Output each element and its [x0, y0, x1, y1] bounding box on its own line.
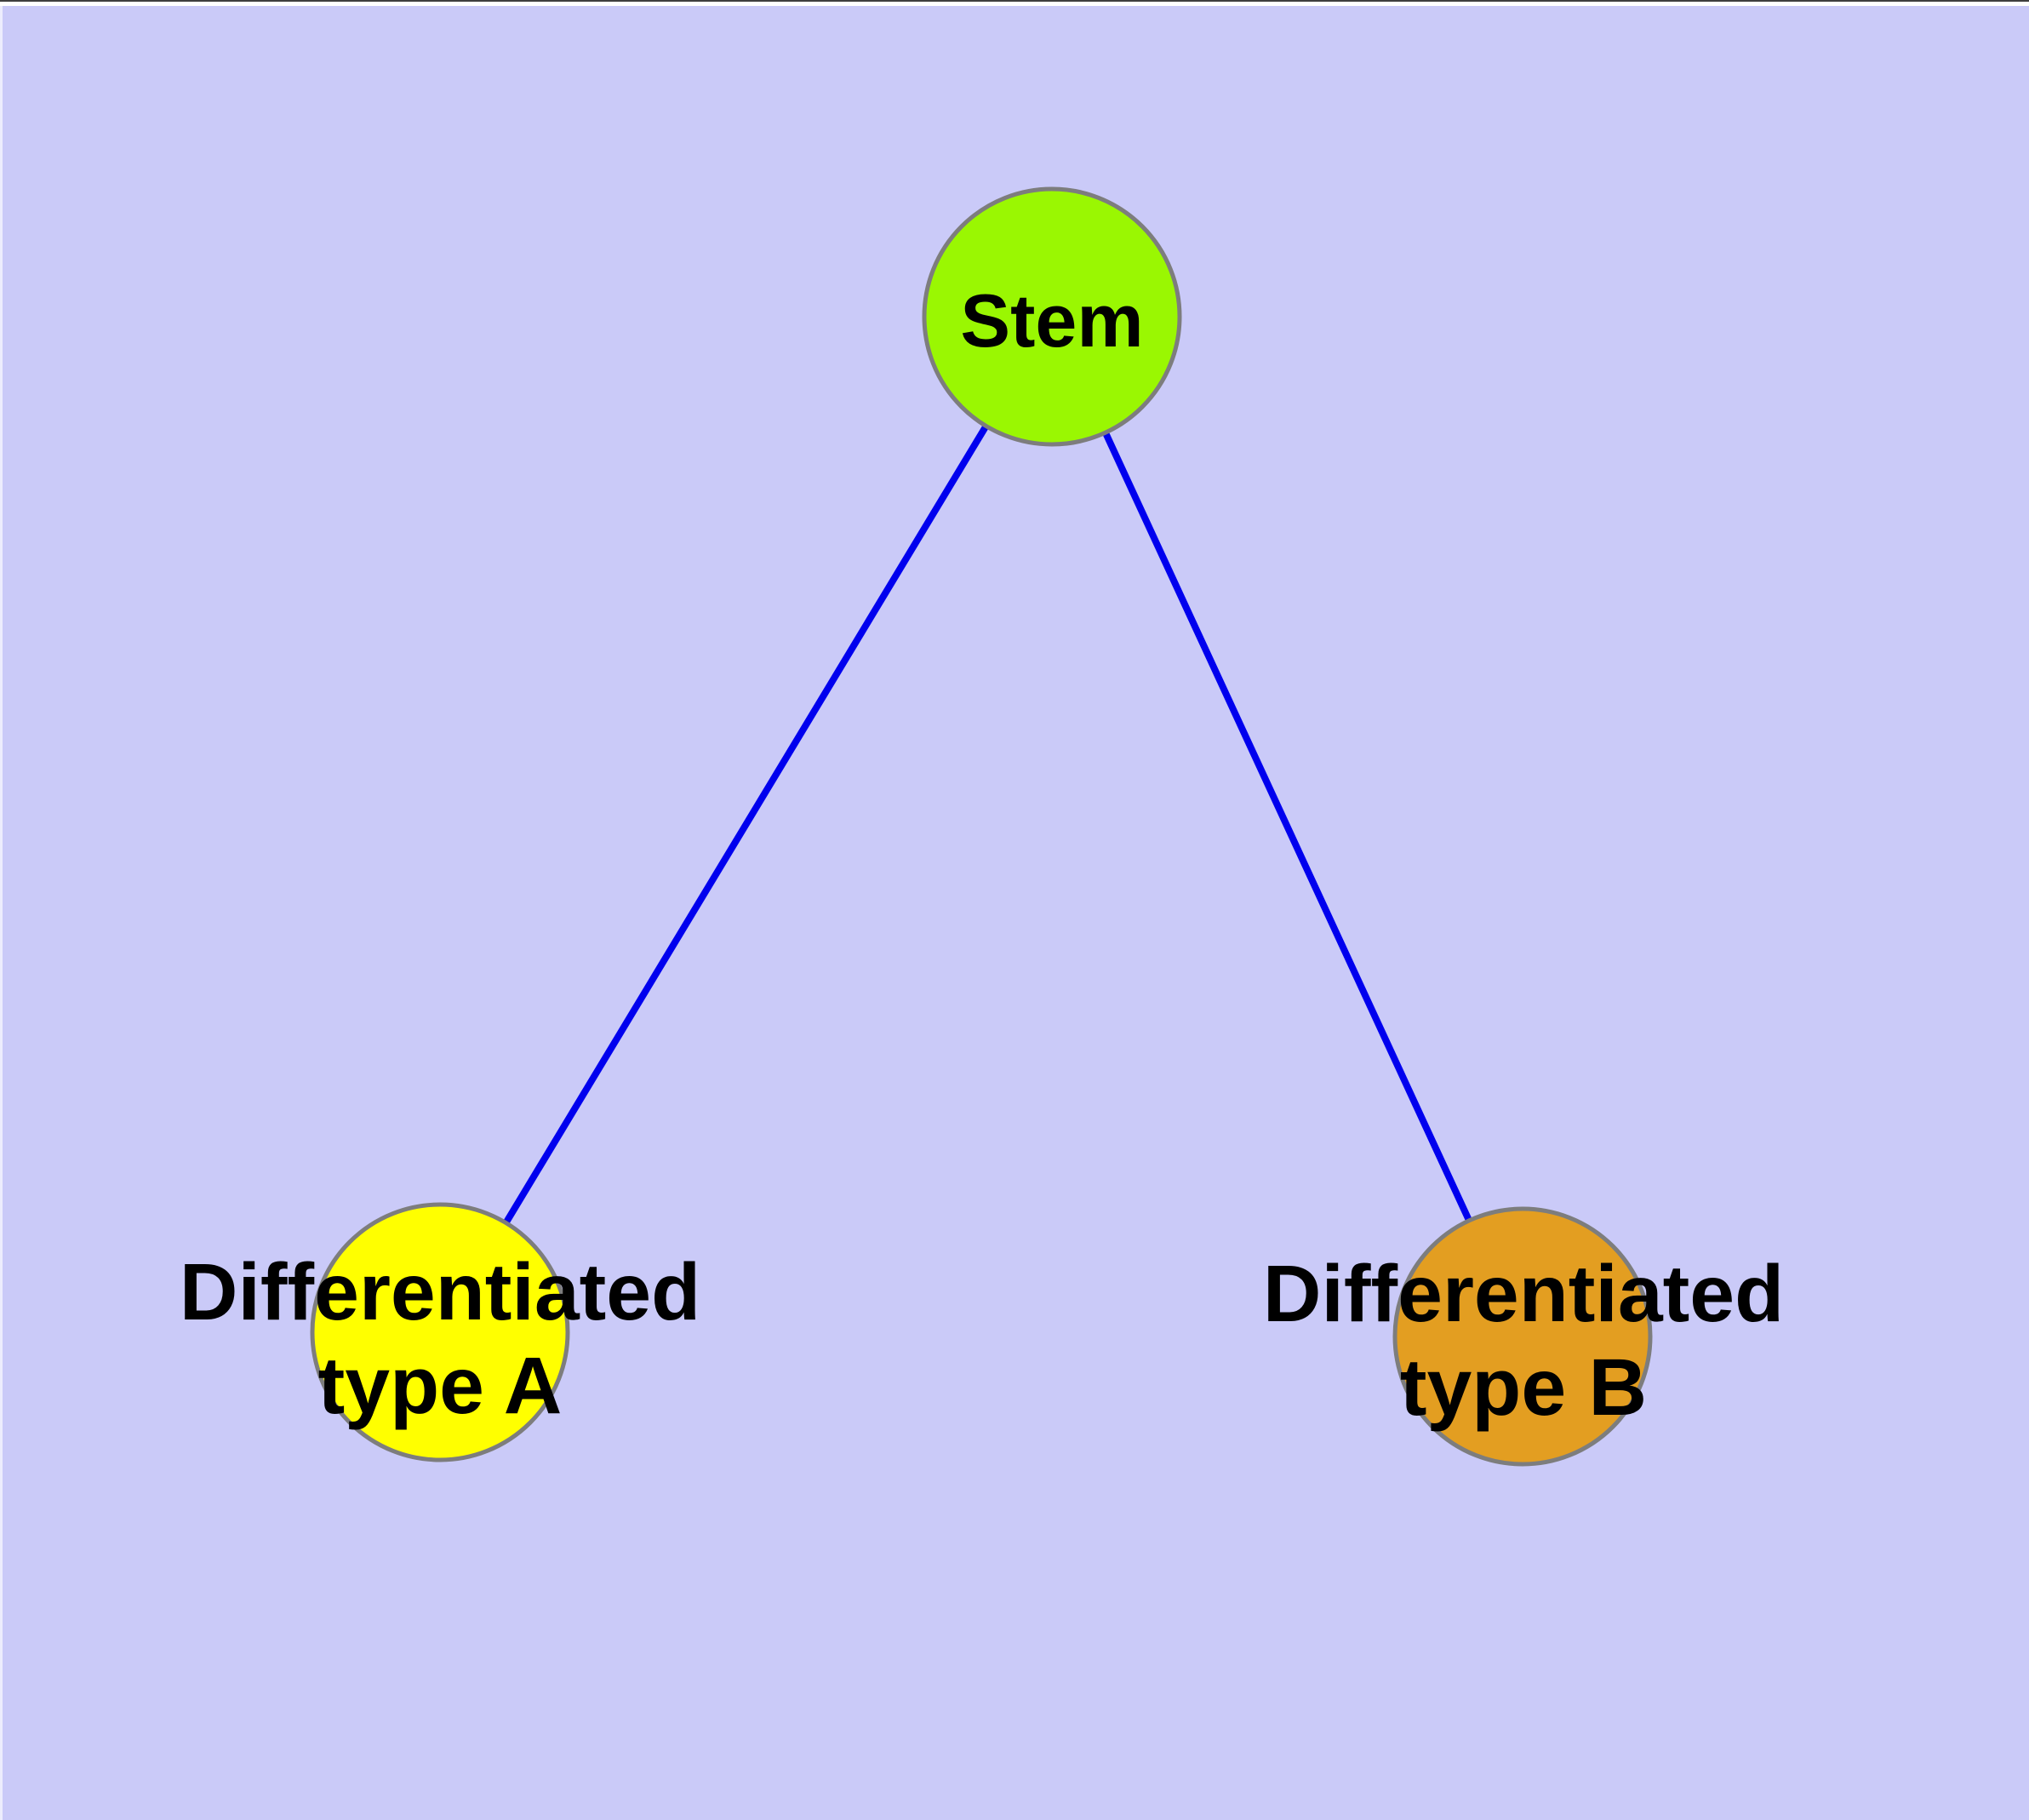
- edge-stem-to-type-a: [437, 314, 1055, 1335]
- node-type-a-label-line1: Differentiated: [180, 1247, 700, 1337]
- node-differentiated-type-b[interactable]: [1392, 1206, 1653, 1467]
- node-type-b-label-line2: type B: [1400, 1342, 1647, 1433]
- edge-stem-to-type-b: [1049, 315, 1526, 1338]
- node-differentiated-type-a[interactable]: [310, 1202, 570, 1462]
- node-type-a-label-line2: type A: [318, 1341, 563, 1431]
- node-stem[interactable]: [922, 186, 1182, 447]
- window-left-edge: [0, 0, 3, 1820]
- window-top-edge: [0, 0, 2029, 6]
- node-stem-label: Stem: [960, 278, 1143, 363]
- node-type-b-label-line1: Differentiated: [1263, 1249, 1784, 1339]
